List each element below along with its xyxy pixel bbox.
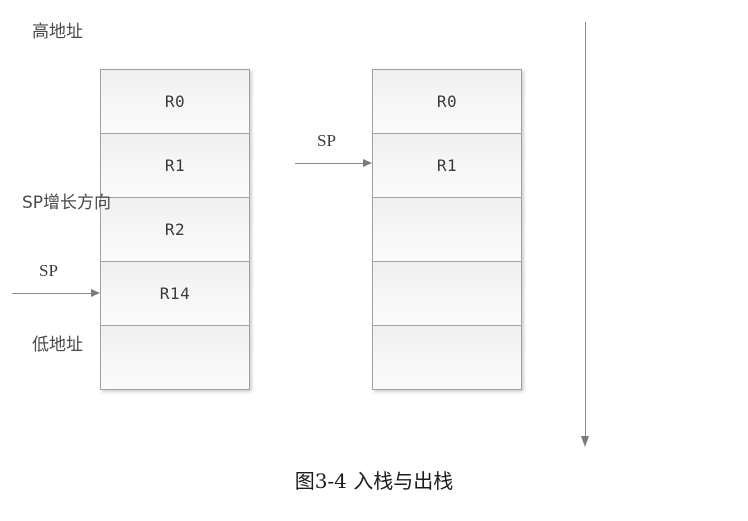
stack-cell: R0: [101, 70, 249, 134]
sp-arrow-head-icon: [363, 159, 372, 167]
sp-arrow-line-icon: [295, 163, 364, 164]
stack-cell-label: R14: [159, 283, 191, 303]
axis-arrow-down-icon: [581, 436, 589, 447]
stack-cell: R1: [101, 134, 249, 198]
stack-cell: R1: [373, 134, 521, 198]
figure-caption: 图3-4 入栈与出栈: [294, 469, 454, 493]
stack-cell: R2: [101, 198, 249, 262]
sp-label: SP: [39, 261, 58, 280]
stack-cell: R0: [373, 70, 521, 134]
axis-label-low-address: 低地址: [32, 335, 83, 355]
stack-cell-empty: [373, 262, 521, 326]
sp-label: SP: [317, 131, 336, 150]
stack-before-push: R0 R1 R2 R14: [100, 69, 250, 390]
stack-cell: R14: [101, 262, 249, 326]
sp-arrow-line-icon: [12, 293, 92, 294]
sp-arrow-head-icon: [91, 289, 100, 297]
stack-cell-label: R1: [164, 155, 186, 175]
stack-cell-empty: [373, 198, 521, 262]
stack-cell-label: R1: [436, 155, 458, 175]
axis-label-high-address: 高地址: [32, 22, 83, 42]
stack-cell-label: R2: [164, 219, 186, 239]
address-direction-axis: [581, 22, 589, 448]
stack-after-pop: R0 R1: [372, 69, 522, 390]
stack-cell-empty: [101, 326, 249, 389]
axis-label-sp-growth-direction: SP增长方向: [22, 193, 112, 213]
axis-line-icon: [585, 22, 586, 438]
stack-cell-empty: [373, 326, 521, 389]
stack-cell-label: R0: [436, 91, 458, 111]
stack-cell-label: R0: [164, 91, 186, 111]
